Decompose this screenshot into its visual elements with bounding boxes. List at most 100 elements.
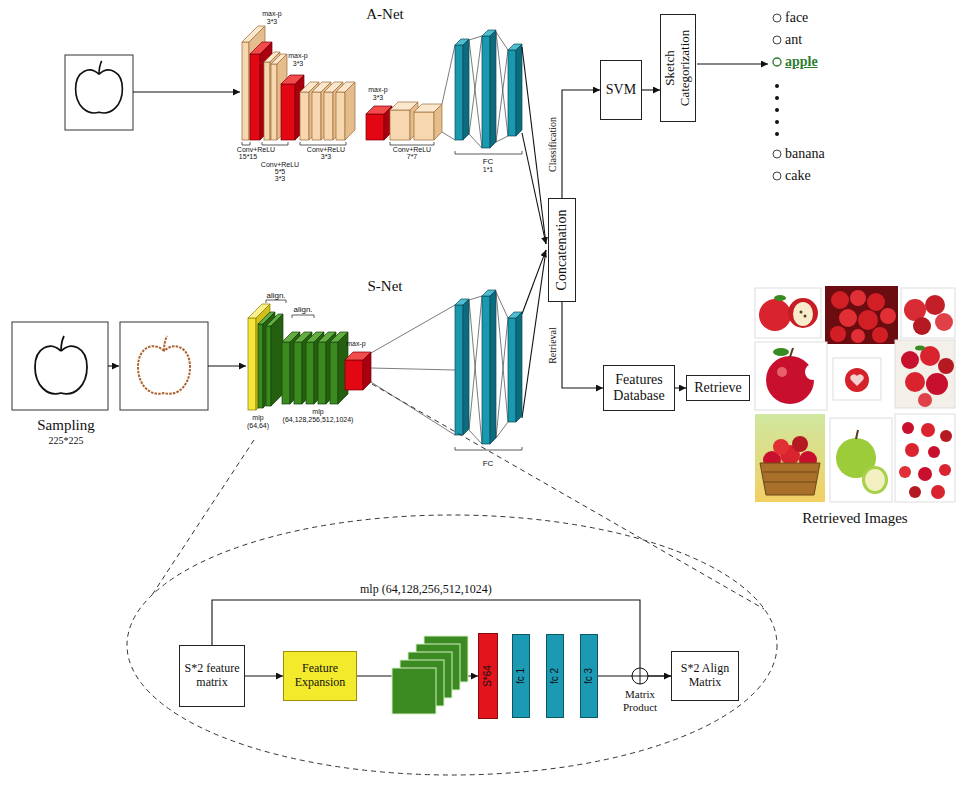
retrieved-image <box>872 327 888 343</box>
a-net-fc <box>508 44 522 136</box>
sampling-sketch <box>208 365 246 366</box>
layer-label: align. <box>293 306 312 315</box>
layer-size: (64,64) <box>247 422 269 430</box>
s-net-layers <box>318 342 326 404</box>
retrieved-image <box>856 430 858 439</box>
edge-label: Retrieval <box>547 326 558 365</box>
layer-size: 7*7 <box>407 153 418 161</box>
retrieved-image <box>895 340 955 408</box>
a-net-layers <box>250 42 272 140</box>
node-text: fc 1 <box>515 668 527 684</box>
a-net-layers <box>281 84 295 140</box>
s-net-layers <box>266 300 314 318</box>
retrieved-image <box>895 414 955 502</box>
s-net-fc <box>371 290 522 450</box>
size-label: 225*225 <box>49 435 84 446</box>
layer-label: max-p <box>288 52 307 60</box>
retrieved-image <box>850 290 866 306</box>
a-net-fc <box>442 45 455 104</box>
retrieved-image <box>901 351 919 369</box>
merge-line <box>522 133 546 244</box>
retrieved-image <box>915 346 925 351</box>
s-net-fc <box>469 296 482 300</box>
layer-label: max-p <box>262 10 281 18</box>
a-net-layers <box>434 104 442 140</box>
retrieved-image <box>755 414 825 502</box>
retrieved-image <box>880 308 896 324</box>
class-list <box>775 132 779 136</box>
align-box: S*2 Align Matrix <box>671 651 739 701</box>
class-name: cake <box>785 168 811 183</box>
class-list <box>773 14 781 22</box>
retrieved-image <box>862 466 888 494</box>
sketch-input <box>65 55 133 130</box>
matrix-box: S*2 feature matrix <box>179 645 245 707</box>
fc-layer: fc 2 <box>546 634 564 718</box>
s-net-fc <box>469 430 482 444</box>
s-net-layers <box>248 318 256 410</box>
s-net-fc <box>469 296 482 430</box>
sketch-input <box>65 55 240 130</box>
layer-label: Conv+ReLU <box>307 146 345 154</box>
a-net-fc <box>482 36 490 148</box>
class-list <box>773 58 781 66</box>
a-net-fc <box>469 134 482 148</box>
retrieved-image <box>925 295 945 315</box>
layer-label: mlp <box>252 414 263 422</box>
retrieved-image <box>899 466 911 478</box>
retrieved-image <box>839 309 857 327</box>
retrieved-image <box>905 372 925 392</box>
s-net-layers <box>363 352 371 390</box>
s-net-fc <box>371 305 455 353</box>
retrieved-image <box>867 293 885 311</box>
retrieved-image <box>902 422 914 434</box>
retrieved-image <box>905 443 919 457</box>
s-net-layers <box>345 360 363 390</box>
s-net-fc <box>482 296 490 444</box>
retrieved-image <box>777 367 787 377</box>
s-net-layers <box>266 326 271 406</box>
retrieved-image <box>825 286 898 344</box>
a-net-layers <box>366 114 384 140</box>
s-net-fc <box>490 290 496 444</box>
retrieved-image <box>804 315 807 318</box>
a-net-fc <box>442 30 522 148</box>
node-text: Retrieve <box>694 380 741 396</box>
retrieved-image <box>830 326 846 342</box>
retrieve-box: Retrieve <box>686 375 750 401</box>
sketch-input <box>76 61 123 113</box>
s-net-fc <box>455 299 469 435</box>
class-name: face <box>785 10 808 25</box>
s-net-fc <box>469 300 482 444</box>
s-net-fc <box>496 318 508 438</box>
retrieved-image <box>865 469 885 491</box>
retrieved-image <box>792 436 808 452</box>
retrieved-image <box>940 430 952 442</box>
a-net-layers <box>250 54 260 140</box>
connector <box>675 387 686 388</box>
sampling-sketch <box>108 365 119 366</box>
layer-size: 5*5 <box>275 168 286 176</box>
node-text: Concatenation <box>554 210 570 291</box>
node-text: Sketch Categorization <box>663 18 693 118</box>
image-caption: Retrieved Images <box>802 510 907 527</box>
retrieved-image <box>858 310 878 330</box>
a-net-fc <box>496 136 508 142</box>
retrieved-image <box>921 423 935 437</box>
retrieved-image <box>918 467 932 481</box>
a-net-layers <box>366 106 392 140</box>
merge-line <box>522 47 546 244</box>
a-net-fc <box>455 39 469 140</box>
a-net-fc <box>508 50 516 136</box>
a-net-layers <box>242 42 249 140</box>
s-net-layers <box>271 314 283 406</box>
a-net-layers <box>242 26 442 140</box>
layer-label: mlp <box>312 408 323 416</box>
layer-size: 3*3 <box>321 153 332 161</box>
connector <box>562 302 603 388</box>
plus-symbol <box>632 668 648 684</box>
feature-stack <box>392 636 468 714</box>
class-list <box>775 108 779 112</box>
layer-label: FC <box>483 158 494 167</box>
retrieved-image <box>935 313 953 331</box>
